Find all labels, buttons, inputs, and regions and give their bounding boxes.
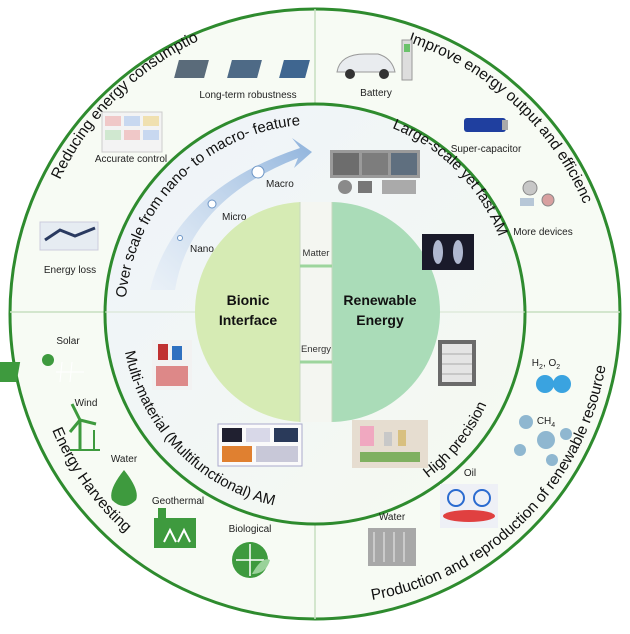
energy-label: Energy bbox=[301, 344, 331, 355]
biological-label: Biological bbox=[229, 524, 272, 535]
micro-dot bbox=[207, 199, 217, 209]
devices-image bbox=[520, 180, 555, 207]
precision-devices-image bbox=[352, 420, 428, 468]
core-left-half bbox=[195, 202, 305, 422]
geothermal-icon bbox=[154, 508, 196, 548]
water-resource-label: Water bbox=[379, 512, 406, 523]
core-right-half bbox=[330, 202, 440, 422]
supercap-image bbox=[464, 118, 508, 132]
robustness-image bbox=[174, 60, 310, 78]
macro-label: Macro bbox=[266, 179, 294, 190]
large-scale-image bbox=[330, 150, 420, 194]
solar-label: Solar bbox=[56, 336, 80, 347]
ch4-molecule-icon bbox=[514, 415, 572, 466]
loss-image bbox=[39, 221, 99, 251]
control-image bbox=[101, 111, 163, 153]
ch4-label: CH4 bbox=[537, 416, 555, 429]
nano-label: Nano bbox=[190, 244, 214, 255]
geothermal-label: Geothermal bbox=[152, 496, 204, 507]
micro-label: Micro bbox=[222, 212, 247, 223]
battery-car-image bbox=[336, 39, 413, 81]
multimaterial-image-2 bbox=[217, 423, 303, 467]
macro-dot bbox=[251, 165, 265, 179]
biological-icon bbox=[232, 542, 270, 578]
matter-label: Matter bbox=[303, 248, 330, 259]
devices-label: More devices bbox=[513, 227, 572, 238]
core-left-line1: Bionic bbox=[227, 292, 270, 308]
core-left-line2: Interface bbox=[219, 312, 278, 328]
loss-label: Energy loss bbox=[44, 265, 96, 276]
water-harvest-label: Water bbox=[111, 454, 138, 465]
control-label: Accurate control bbox=[95, 154, 167, 165]
core-right-line1: Renewable bbox=[343, 292, 416, 308]
wind-label: Wind bbox=[75, 398, 98, 409]
water-resource-image bbox=[368, 528, 416, 566]
lattice-image bbox=[438, 340, 476, 386]
core-right-line2: Energy bbox=[356, 312, 404, 328]
nano-dot bbox=[177, 235, 183, 241]
scale-arrow bbox=[150, 138, 312, 290]
bone-structure-image bbox=[422, 234, 474, 270]
solar-icon bbox=[0, 354, 84, 383]
h2o2-molecule-icon bbox=[536, 375, 571, 393]
h2o2-label: H2, O2 bbox=[532, 358, 560, 371]
core-membrane bbox=[300, 202, 332, 422]
wind-icon bbox=[68, 403, 100, 451]
oil-image bbox=[440, 484, 498, 528]
robustness-label: Long-term robustness bbox=[199, 90, 296, 101]
multimaterial-image-1 bbox=[152, 340, 192, 390]
water-drop-icon bbox=[111, 470, 137, 506]
supercap-label: Super-capacitor bbox=[451, 144, 522, 155]
battery-label: Battery bbox=[360, 88, 392, 99]
oil-label: Oil bbox=[464, 468, 476, 479]
